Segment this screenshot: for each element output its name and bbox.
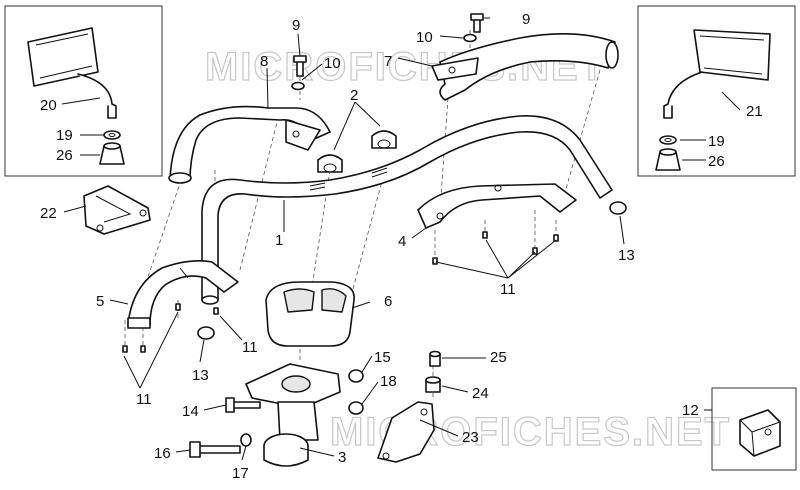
callout-10-left: 10: [324, 55, 341, 72]
callout-21: 21: [746, 103, 763, 120]
callout-17: 17: [232, 465, 249, 482]
callout-7: 7: [384, 53, 392, 70]
spacer-24: [425, 376, 441, 393]
part-12-inset: [711, 387, 797, 471]
upper-right-handlebar-7: [431, 33, 619, 101]
callout-13-right: 13: [618, 247, 635, 264]
callout-9-left: 9: [292, 17, 300, 34]
callout-24: 24: [472, 385, 489, 402]
right-nut-19: [659, 135, 677, 145]
callout-16: 16: [154, 445, 171, 462]
right-boot-26: [655, 148, 681, 171]
callout-11-left: 11: [136, 391, 152, 408]
right-guard-4: [417, 183, 577, 229]
washer-17: [240, 433, 252, 447]
callout-5: 5: [96, 293, 104, 310]
callout-22: 22: [40, 205, 57, 222]
bolt-25: [429, 350, 441, 367]
bracket-22: [83, 185, 151, 235]
callout-3: 3: [338, 449, 346, 466]
callout-18: 18: [380, 373, 397, 390]
o-ring-13-right: [609, 201, 627, 215]
callout-2: 2: [350, 87, 358, 104]
left-nut-19: [103, 130, 121, 140]
callout-11-right: 11: [500, 281, 516, 298]
callout-4: 4: [398, 233, 406, 250]
callout-26-right: 26: [708, 153, 725, 170]
steering-clamp-3: [245, 363, 341, 467]
nut-10-right: [463, 33, 477, 43]
callout-9-right: 9: [522, 11, 530, 28]
bracket-23: [377, 401, 435, 463]
callout-26-left: 26: [56, 147, 73, 164]
screws-11: [122, 231, 559, 353]
screw-9-right: [470, 13, 484, 33]
right-mirror-inset: [637, 5, 796, 177]
callout-10-right: 10: [416, 29, 433, 46]
callout-12: 12: [682, 402, 699, 419]
leader-lines: [63, 17, 712, 461]
left-boot-26: [99, 142, 125, 165]
callout-14: 14: [182, 403, 199, 420]
nut-15: [348, 369, 364, 383]
nut-18: [348, 401, 364, 415]
callout-15: 15: [374, 349, 391, 366]
nut-10-left: [291, 81, 305, 91]
callout-1: 1: [275, 232, 283, 249]
callout-labels: 1 2 3 4 5 6 7 8 9 9 10 10 11 11 11 12 13…: [40, 11, 763, 482]
callout-20: 20: [40, 97, 57, 114]
callout-19-right: 19: [708, 133, 725, 150]
left-guard-5: [127, 260, 239, 329]
bolt-16: [189, 441, 241, 458]
callout-11-center: 11: [242, 339, 258, 356]
right-mirror: [663, 29, 771, 119]
clamp-halves-2: [317, 130, 397, 173]
o-ring-13-left: [197, 326, 215, 340]
upper-left-handlebar-8: [168, 105, 331, 184]
bolt-14: [225, 397, 261, 413]
left-mirror-inset: [4, 5, 163, 177]
callout-19-left: 19: [56, 127, 73, 144]
callout-8: 8: [260, 53, 268, 70]
callout-25: 25: [490, 349, 507, 366]
top-cover-6: [265, 281, 355, 347]
main-handlebar-1: [201, 115, 613, 305]
left-mirror: [27, 27, 117, 119]
callout-6: 6: [384, 293, 392, 310]
callout-13-left: 13: [192, 367, 209, 384]
callout-23: 23: [462, 429, 479, 446]
